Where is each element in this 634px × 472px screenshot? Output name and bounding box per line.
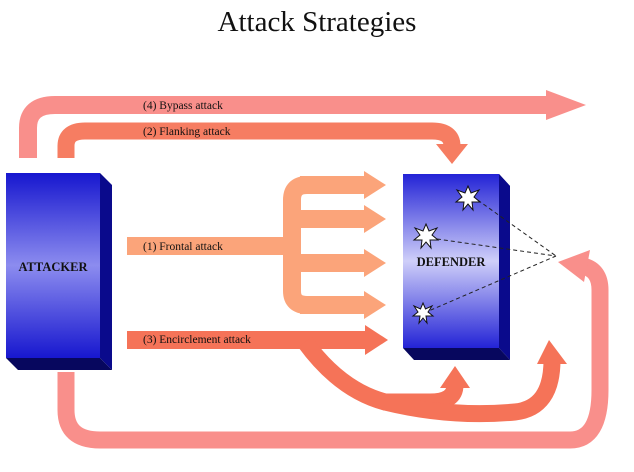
attacker-label: ATTACKER bbox=[19, 260, 89, 274]
frontal-attack-label: (1) Frontal attack bbox=[143, 241, 223, 253]
encirclement-arrow bbox=[127, 325, 567, 423]
bypass-attack-label: (4) Bypass attack bbox=[143, 100, 223, 112]
flanking-attack-label: (2) Flanking attack bbox=[143, 126, 231, 138]
bottom-encircle-arrow bbox=[57, 250, 609, 449]
dashed-target-lines bbox=[423, 195, 557, 314]
explosion-icon bbox=[412, 222, 440, 250]
flanking-arrow bbox=[57, 122, 468, 164]
encirclement-attack-label: (3) Encirclement attack bbox=[143, 334, 251, 346]
explosion-icon bbox=[454, 184, 482, 212]
attacker-box bbox=[6, 173, 112, 370]
defender-label: DEFENDER bbox=[417, 255, 487, 269]
defender-box bbox=[403, 174, 510, 360]
explosion-icon bbox=[411, 301, 435, 325]
bypass-arrow bbox=[19, 90, 586, 158]
diagram-title: Attack Strategies bbox=[217, 6, 417, 38]
frontal-arrow bbox=[127, 171, 386, 319]
